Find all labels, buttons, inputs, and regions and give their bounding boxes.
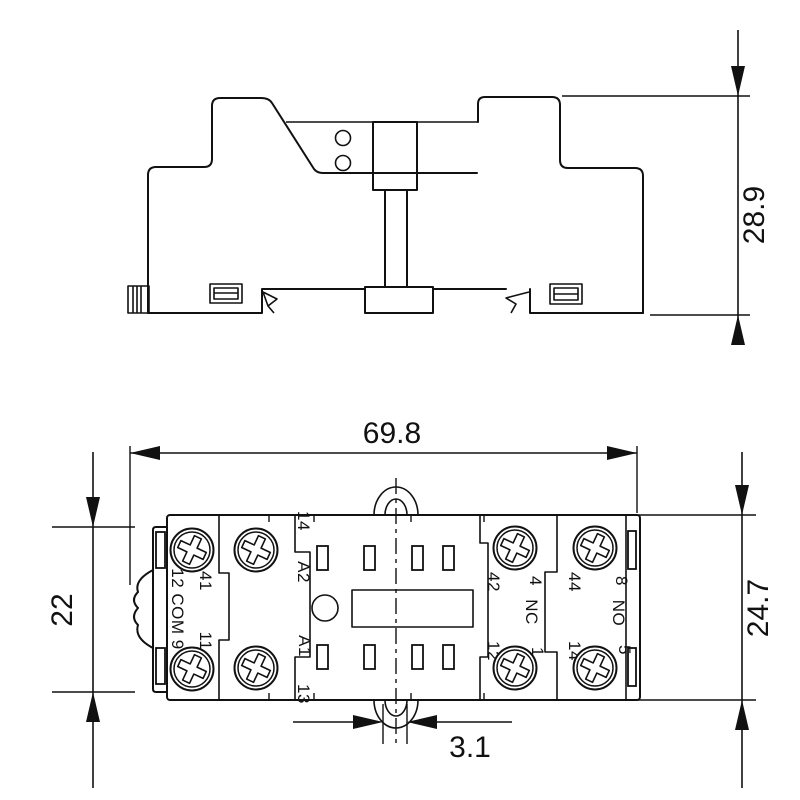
terminal-label-12com9: 12 COM 9 <box>168 568 187 649</box>
side-foot <box>364 286 434 314</box>
side-din-clip <box>127 285 150 314</box>
plan-center-window <box>351 589 474 628</box>
plan-left-slot-top <box>155 531 166 569</box>
plan-center-hole <box>311 594 339 622</box>
side-view <box>127 96 644 314</box>
plan-din-clip <box>133 569 154 649</box>
terminal-label-41: 41 <box>196 571 215 591</box>
side-pillar <box>372 121 418 191</box>
terminal-label-pin13-coil: 13 <box>294 684 313 704</box>
arrowhead-left-icon <box>407 715 437 729</box>
plan-left-slot-bottom <box>155 647 166 685</box>
side-bottom-left-edge <box>147 288 366 314</box>
dim-side-height-text: 28.9 <box>738 186 771 244</box>
plan-divider-2 <box>294 515 311 700</box>
plan-pin-slots <box>316 545 455 670</box>
screw-icon <box>492 645 538 691</box>
arrowhead-up-icon <box>731 315 745 345</box>
screw-icon <box>572 645 618 691</box>
terminal-label-a2: A2 <box>294 561 313 583</box>
arrowhead-right-icon <box>607 446 637 460</box>
dim-notch-width: 3.1 <box>293 704 512 764</box>
terminal-label-pin5: 5 <box>615 645 634 655</box>
plan-edge-ticks <box>268 515 485 700</box>
arrowhead-up-icon <box>735 700 749 730</box>
screw-icon <box>169 527 215 573</box>
plan-right-slot-top <box>627 530 637 570</box>
screw-icon <box>233 645 279 691</box>
dim-notch-width-text: 3.1 <box>449 731 491 764</box>
terminal-labels: 41 12 COM 9 11 14 A2 A1 13 42 4 NC 12 1 … <box>168 511 634 704</box>
plan-divider-4 <box>544 515 558 700</box>
side-rail-hook-right <box>505 291 530 314</box>
plan-left-strip <box>152 526 168 693</box>
plan-view: 41 12 COM 9 11 14 A2 A1 13 42 4 NC 12 1 … <box>133 478 641 748</box>
side-hole-upper <box>334 129 352 147</box>
terminal-label-pin8: 8 <box>612 576 631 586</box>
dim-overall-width-text: 69.8 <box>363 417 421 450</box>
dim-side-height: 28.9 <box>562 30 771 345</box>
side-bottom-right-edge <box>432 288 644 314</box>
arrowhead-down-icon <box>731 66 745 96</box>
side-body-right-profile <box>477 96 644 314</box>
terminal-label-pin4: 4 <box>526 576 545 586</box>
side-body-left-profile <box>147 97 478 314</box>
dim-overall-width: 69.8 <box>129 417 638 585</box>
dim-left-height-text: 22 <box>46 593 79 626</box>
side-rail-hook-left <box>262 291 278 314</box>
screw-icon <box>233 527 279 573</box>
terminal-label-44: 44 <box>565 572 584 592</box>
side-latch-left <box>209 283 243 304</box>
screw-icon <box>492 525 538 571</box>
screw-icon <box>169 646 215 692</box>
screw-terminals <box>169 525 618 692</box>
plan-body <box>166 514 641 701</box>
arrowhead-left-icon <box>130 446 160 460</box>
plan-divider-1 <box>218 515 230 700</box>
screw-icon <box>572 525 618 571</box>
arrowhead-right-icon <box>353 715 383 729</box>
terminal-label-11: 11 <box>196 632 215 651</box>
dim-right-height: 24.7 <box>638 452 775 788</box>
arrowhead-down-icon <box>735 485 749 515</box>
side-latch-right <box>549 283 583 305</box>
plan-divider-3 <box>479 515 489 700</box>
terminal-label-no: NO <box>609 600 628 627</box>
plan-right-slot-bottom <box>627 647 637 687</box>
side-hole-lower <box>334 154 352 172</box>
terminal-label-a1: A1 <box>295 635 314 657</box>
arrowhead-down-icon <box>86 497 100 527</box>
terminal-label-42: 42 <box>484 572 503 592</box>
dim-right-height-text: 24.7 <box>742 579 775 637</box>
arrowhead-up-icon <box>86 692 100 722</box>
dim-left-height: 22 <box>46 452 135 788</box>
terminal-label-nc: NC <box>522 599 541 625</box>
terminal-label-pin14-coil: 14 <box>294 511 313 531</box>
side-stem <box>384 189 408 288</box>
terminal-label-pin1: 1 <box>528 647 547 657</box>
